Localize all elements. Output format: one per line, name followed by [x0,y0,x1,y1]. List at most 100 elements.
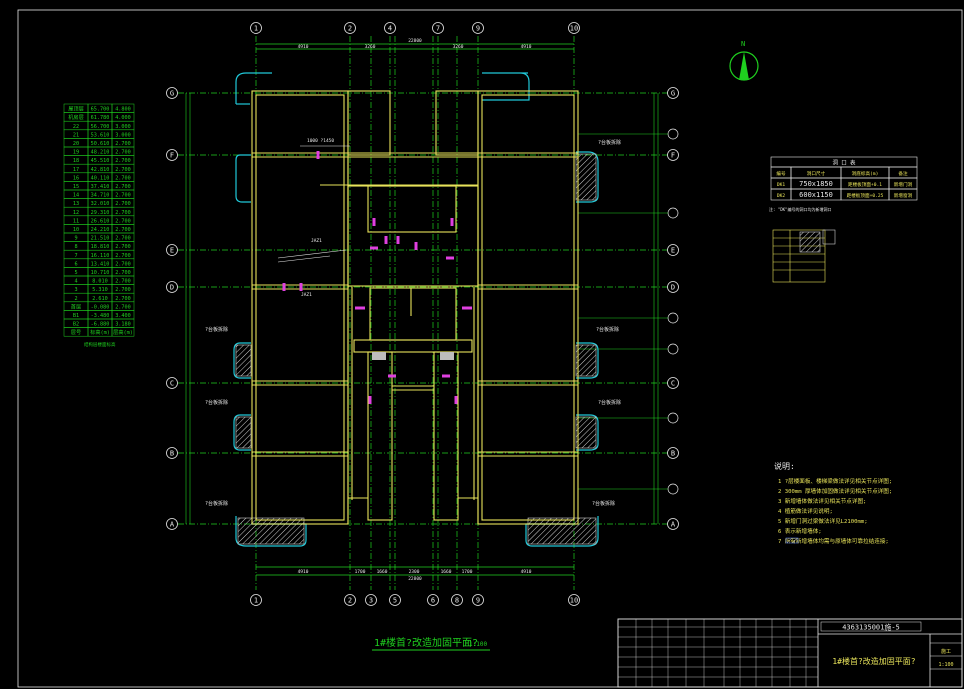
hatch-right-upper [575,153,597,201]
elev-cell: 18.810 [91,244,110,250]
opening-cell: 新增门洞 [894,181,913,188]
elev-cell: 2.700 [115,175,131,181]
elev-cell: 2.700 [115,279,131,285]
elev-cell: 2 [74,296,77,302]
opening-cell: 洞底标高(m) [852,170,879,177]
grid-label: D [671,284,675,292]
svg-text:N: N [741,40,745,48]
grid-label: 9 [476,597,480,605]
plan-small-labels: 1000 ?1450 JAZ1 JAZ1 [301,138,334,298]
walls [251,90,579,525]
grid-bubble-row-G-right: G [667,87,679,99]
grid-label: 2 [348,25,352,33]
notes-block: 说明:1 ?层楼面板、楼梯梁做法详见相关节点详图;2 300mm 厚墙体加固做法… [774,461,892,545]
hatch-left-2 [235,416,252,449]
elev-cell: 5.310 [92,287,108,293]
wall-outer-left [251,90,349,525]
elev-cell: 2.700 [115,184,131,190]
elev-cell: 16.110 [91,253,110,259]
balcony-left-upper [235,154,251,203]
grid-label: 1 [254,25,258,33]
drawing-scale: 1:100 [469,641,487,648]
opening-note: 注: "DK"编号的洞口均为新增洞口 [769,206,831,212]
drawing-title-group: 1#楼首?改造加固平面? 1:100 [372,636,490,651]
dim-top: 3260 [365,44,376,50]
elev-cell: 13.410 [91,261,110,267]
elev-cell: 2.700 [115,253,131,259]
new-wall-marks [282,151,472,404]
elev-cell: 层号 [71,329,81,336]
north-arrow-icon: N [729,40,759,81]
elev-cell: 10 [73,227,79,233]
grid-bubble-top-7: 7 [432,22,444,34]
callout-balcony-removal: ?台板拆除 [592,500,615,507]
elev-cell: 20 [73,141,79,147]
elev-cell: 2.700 [115,270,131,276]
elev-cell: 21.510 [91,236,110,242]
grid-label: 2 [348,597,352,605]
grid-label: 9 [476,25,480,33]
grid-bubble-bottom-9: 9 [472,594,484,606]
elev-cell: B2 [73,322,79,328]
balcony-right-upper [576,151,599,203]
dim-bottom-overall: 22800 [408,576,422,582]
elev-cell: 4 [74,279,77,285]
elev-cell: 4.800 [115,107,131,113]
grid-bubble-bottom-8: 8 [451,594,463,606]
grid-label: A [671,521,676,529]
elev-cell: 34.710 [91,193,110,199]
elev-cell: 24.210 [91,227,110,233]
dim-top: 4910 [521,44,532,50]
elev-cell: 13 [73,201,79,207]
elev-cell: 48.210 [91,150,110,156]
hatch-left-1 [235,344,252,377]
elev-cell: 屋顶层 [68,106,84,113]
opening-cell: 600x1150 [799,191,833,199]
elev-cell: 标高(m) [90,328,110,336]
dim-bottom: 4910 [521,569,532,575]
note-item: 2 300mm 厚墙体加固做法详见相关节点详图; [778,487,892,495]
elev-cell: 26.610 [91,218,110,224]
grid-label: C [170,380,174,388]
elev-cell: 21 [73,132,79,138]
elev-cell: 2.700 [115,287,131,293]
elev-cell: 29.310 [91,210,110,216]
opening-cell: 备注 [898,170,908,177]
drawing-title: 1#楼首?改造加固平面? [374,636,478,649]
grid-label: 7 [436,25,440,33]
opening-cell: 编号 [776,170,786,177]
grid-bubble-row-A-right: A [667,518,679,530]
elev-cell: 3.180 [115,322,131,328]
elev-cell: 9 [74,236,77,242]
grid-label: 5 [393,597,397,605]
note-item: 5 新增门洞过梁做法详见L2100mm; [778,517,868,525]
balcony-callouts: ?台板拆除?台板拆除?台板拆除?台板拆除?台板拆除?台板拆除?台板拆除 [205,139,621,507]
grid-bubble-bottom-10: 10 [568,594,580,606]
opening-cell: DK1 [777,182,786,188]
hatch-right-1 [575,344,597,377]
grid-bubble-row-F-left: F [166,149,178,161]
annotation-opening: 1000 ?1450 [307,138,334,144]
elev-cell: 机房层 [68,113,84,121]
elev-cell: 2.700 [115,304,131,310]
dim-bottom: 1700 [355,569,366,575]
grid-bubble-row-D-right: D [667,281,679,293]
balcony-left-2 [233,414,251,451]
grid-label: E [170,247,174,255]
title-block: 4363135001施-51#楼首?改造加固平面?施工1:100 [617,618,963,688]
balcony-right-1 [576,342,599,379]
grid-bubble-row-D-left: D [166,281,178,293]
grid-bubble-top-10: 10 [568,22,580,34]
elev-cell: -3.480 [91,313,110,319]
elev-cell: 2.700 [115,210,131,216]
wall-detail [772,229,836,283]
elev-cell: 7 [74,253,77,259]
title-block-project-no: 4363135001施-5 [842,623,900,632]
opening-table-title: 洞 口 表 [832,159,856,167]
grid-bubble-row-F-right: F [667,149,679,161]
elev-cell: 8.010 [92,279,108,285]
elev-cell: 2.700 [115,236,131,242]
opening-cell: 洞口尺寸 [807,170,826,177]
elev-cell: 2.700 [115,193,131,199]
